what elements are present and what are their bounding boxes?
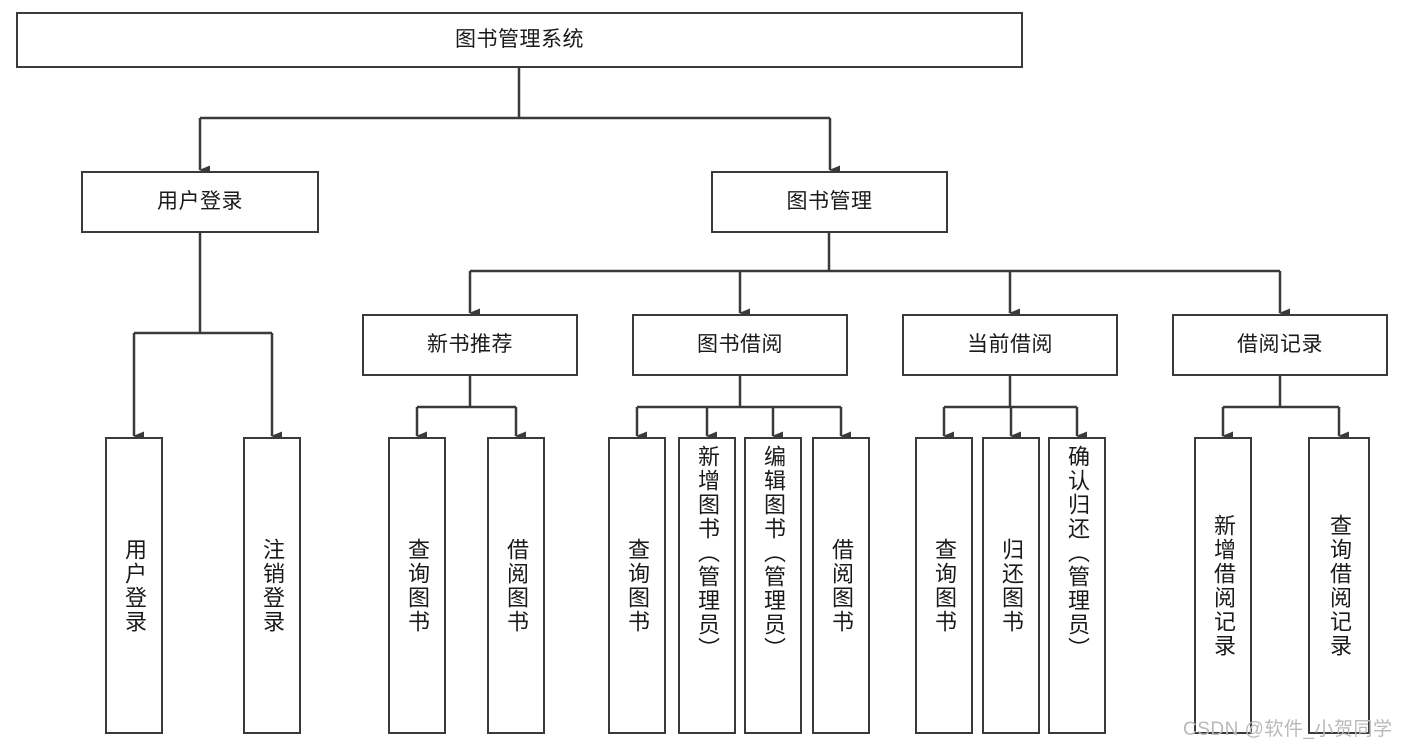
- node-book-borrow[interactable]: 图书借阅: [632, 314, 848, 376]
- leaf-query-book-c-label: 查询图书: [932, 537, 957, 634]
- node-new-book-recommend-label: 新书推荐: [427, 333, 513, 357]
- leaf-add-book[interactable]: 新增图书（管理员）: [678, 437, 736, 734]
- leaf-confirm-return-label: 确认归还（管理员）: [1065, 445, 1090, 661]
- leaf-query-record[interactable]: 查询借阅记录: [1308, 437, 1370, 734]
- leaf-query-record-label: 查询借阅记录: [1327, 513, 1352, 658]
- node-book-manage[interactable]: 图书管理: [711, 171, 948, 233]
- csdn-watermark: CSDN @软件_小贺同学: [1183, 719, 1393, 740]
- leaf-add-record[interactable]: 新增借阅记录: [1194, 437, 1252, 734]
- leaf-query-book-a-label: 查询图书: [405, 537, 430, 634]
- leaf-borrow-book-a[interactable]: 借阅图书: [487, 437, 545, 734]
- leaf-query-book-b[interactable]: 查询图书: [608, 437, 666, 734]
- leaf-return-book[interactable]: 归还图书: [982, 437, 1040, 734]
- leaf-query-book-c[interactable]: 查询图书: [915, 437, 973, 734]
- node-current-borrow-label: 当前借阅: [967, 333, 1053, 357]
- leaf-add-record-label: 新增借阅记录: [1211, 513, 1236, 658]
- leaf-edit-book-label: 编辑图书（管理员）: [761, 445, 786, 661]
- leaf-logout[interactable]: 注销登录: [243, 437, 301, 734]
- leaf-borrow-book-b-label: 借阅图书: [829, 537, 854, 634]
- node-book-manage-label: 图书管理: [786, 190, 873, 214]
- leaf-edit-book[interactable]: 编辑图书（管理员）: [744, 437, 802, 734]
- leaf-query-book-a[interactable]: 查询图书: [388, 437, 446, 734]
- node-user-login-label: 用户登录: [157, 190, 243, 214]
- node-borrow-record-label: 借阅记录: [1237, 333, 1323, 357]
- node-new-book-recommend[interactable]: 新书推荐: [362, 314, 578, 376]
- leaf-return-book-label: 归还图书: [999, 537, 1024, 634]
- node-user-login[interactable]: 用户登录: [81, 171, 319, 233]
- node-borrow-record[interactable]: 借阅记录: [1172, 314, 1388, 376]
- leaf-user-login-label: 用户登录: [122, 537, 147, 634]
- leaf-add-book-label: 新增图书（管理员）: [695, 445, 720, 661]
- leaf-borrow-book-b[interactable]: 借阅图书: [812, 437, 870, 734]
- leaf-borrow-book-a-label: 借阅图书: [504, 537, 529, 634]
- leaf-user-login[interactable]: 用户登录: [105, 437, 163, 734]
- leaf-confirm-return[interactable]: 确认归还（管理员）: [1048, 437, 1106, 734]
- node-book-borrow-label: 图书借阅: [697, 333, 783, 357]
- node-root[interactable]: 图书管理系统: [16, 12, 1023, 68]
- node-root-label: 图书管理系统: [455, 28, 584, 52]
- leaf-query-book-b-label: 查询图书: [625, 537, 650, 634]
- node-current-borrow[interactable]: 当前借阅: [902, 314, 1118, 376]
- leaf-logout-label: 注销登录: [260, 537, 285, 634]
